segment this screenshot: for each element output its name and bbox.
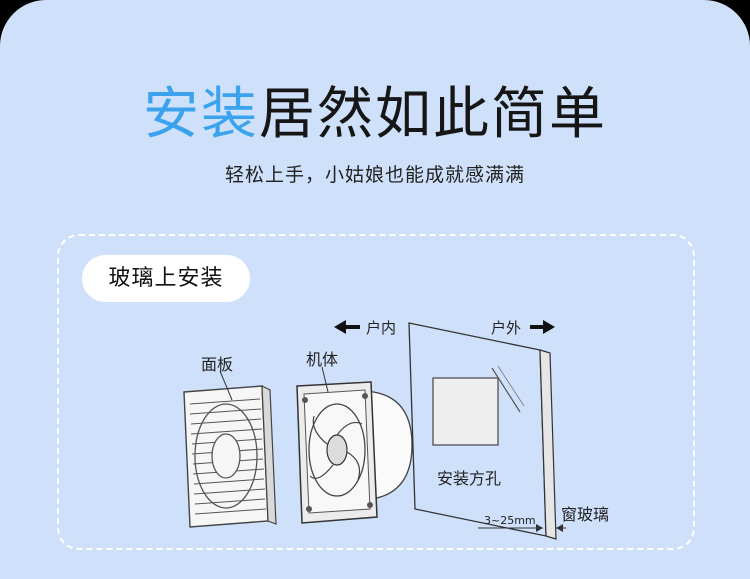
mounting-hole-label: 安装方孔 [437,469,501,488]
mounting-hole-shape [432,377,499,446]
page-subheadline: 轻松上手，小姑娘也能成就感满满 [224,164,525,186]
headline-highlight: 安装 [143,82,259,147]
fan-body-label: 机体 [306,350,338,369]
window-glass-label: 窗玻璃 [561,505,609,524]
section-pill: 玻璃上安装 [82,255,250,302]
installation-panel [57,234,695,550]
outdoor-label: 户外 [491,319,521,337]
outdoor-arrow-icon [543,320,555,334]
page-headline: 安装居然如此简单 [0,80,750,150]
headline-rest: 居然如此简单 [259,82,607,147]
face-panel-illustration [183,385,277,528]
fan-body-illustration [296,381,413,524]
indoor-label: 户内 [366,319,396,337]
face-panel-label: 面板 [201,355,233,374]
window-glass-illustration [408,322,557,540]
glass-thickness-label: 3~25mm [484,514,536,527]
indoor-arrow-icon [334,320,346,334]
